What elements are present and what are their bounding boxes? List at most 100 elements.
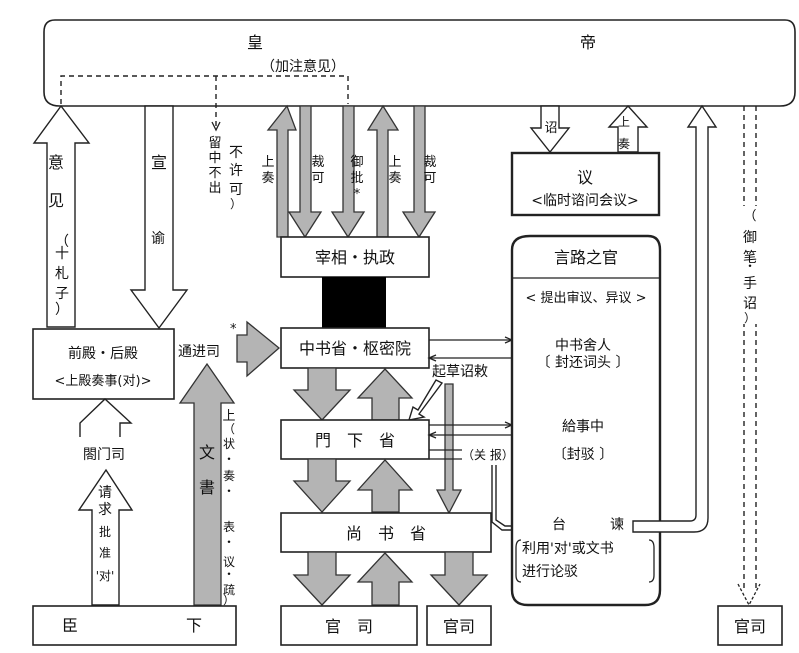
buxuke-3: 可 [229,182,243,198]
star-label: * [230,322,237,337]
zhao-label: 诏 [544,121,557,136]
taijian-to-emperor-arrow [632,104,718,533]
zhazi-5: ） [55,302,69,318]
guansi-small-box [426,605,492,646]
gemensi-up-arrow [79,398,133,437]
menxia-title: 門 下 省 [315,431,395,450]
shangzou-label-2a: 上 [388,155,401,170]
qiandian-title: 前殿・后殿 [68,345,138,362]
shangzhuang-label: 上 （ 状 ・ 奏 ・ 表 ・ 议 ・ 疏 ） [222,409,235,607]
shangzou-label-1a: 上 [261,155,274,170]
yijian-label-1: 意 [48,153,64,172]
yanlu-title: 言路之官 [554,248,618,267]
shangshu-title: 尚 书 省 [346,524,426,543]
tongjinsi-right-arrow [236,320,281,378]
zhongshu-to-shangshu-arrow [435,383,463,515]
svg-text:・: ・ [223,567,235,581]
qiandian-box [32,328,175,400]
xuanyu-label-2: 谕 [151,231,165,247]
qiandian-subtitle: <上殿奏事(对)> [55,374,152,389]
svg-text:表: 表 [223,520,235,534]
yanlu-subtitle: < 提出审议、异议 > [525,290,646,306]
qingqiu-label-4: 准 [99,546,111,560]
qingqiu-label-5: '对' [96,569,115,583]
yupi-label-c: * [354,187,361,202]
yi-title: 议 [577,168,593,187]
caike-label-2a: 裁 [423,154,436,170]
qingqiu-label-2: 求 [98,502,112,518]
wenshu-label-1: 文 [199,443,215,462]
shangzou-yi-2: 奏 [618,137,630,151]
svg-text:议: 议 [223,555,235,569]
menxia-to-zhongshu-arrow [356,368,414,421]
guansi-main-box [280,605,418,646]
emperor-char-2: 帝 [580,33,596,52]
qicao-arrow [407,379,444,421]
svg-text:上: 上 [222,409,235,424]
caike-down-arrow-2 [401,105,437,239]
yubi-3: 笔 [743,250,757,266]
zhongshu-to-menxia-arrow [292,367,352,421]
liuzhong-3: 不 [208,166,221,181]
buxuke-2: 许 [229,163,243,179]
menxia-to-shangshu-arrow [292,458,352,513]
jishizhong-note: 〔封驳 〕 [553,447,613,463]
shangzou-label-1b: 奏 [261,171,274,186]
guanbao-line [429,449,462,460]
yubi-2: 御 [743,230,757,246]
zhongshu-box [280,327,430,369]
xuanyu-down-arrow [129,105,189,330]
svg-text:）: ） [223,593,235,607]
qingqiu-up-arrow [77,468,134,606]
zaixiang-title: 宰相・执政 [315,248,395,267]
shangshu-to-guansi-arrow [292,551,352,606]
taijian-note-1: 利用'对'或文书 [522,541,614,557]
taijian-left: 台 [552,517,566,533]
zaixiang-connector [322,277,386,328]
yi-box[interactable] [510,151,661,217]
taijian-note-2: 进行论驳 [522,564,578,580]
yijian-up-arrow [32,104,91,328]
emperor-note: （加注意见） [261,58,345,75]
xuanyu-label-1: 宣 [151,153,167,172]
gemensi-label: 閤门司 [83,447,125,463]
zhao-down-arrow [529,105,571,154]
svg-text:（: （ [223,422,235,436]
svg-text:・: ・ [223,452,235,466]
yi-subtitle: <临时谘问会议> [531,193,638,209]
svg-text:奏: 奏 [223,469,235,483]
zhongshu-sheren-label: 中书舍人 [555,338,611,354]
shangzou-yi-up-arrow [607,104,649,153]
emperor-char-1: 皇 [247,33,263,52]
taijian-right: 谏 [610,517,624,533]
liuzhong-2: 中 [208,151,221,166]
zhazi-1: （ [55,234,69,250]
qingqiu-label-1: 请 [98,485,112,501]
guansi-right-title: 官司 [734,617,766,636]
dashed-arrowhead [211,121,221,132]
caike-label-2b: 可 [423,171,436,186]
arrowhead [427,354,437,362]
emperor-box [43,19,796,107]
caike-down-arrow-1 [287,105,323,239]
zhazi-2: 十 [55,246,69,262]
taijian-bracket-left [515,539,522,583]
guansi-to-shangshu-arrow [356,552,414,606]
chenxia-left: 臣 [62,616,78,635]
caike-label-1a: 裁 [311,154,324,170]
taijian-bracket-right [648,539,655,583]
yupi-down-arrow [330,105,366,239]
shangzou-up-arrow-2 [366,104,400,238]
yubi-arrowhead [737,583,761,607]
qingqiu-label-3: 批 [99,524,111,539]
shangzou-label-2b: 奏 [388,171,401,186]
zhazi-3: 札 [55,266,69,282]
arrowhead [427,431,437,439]
yupi-label-b: 批 [350,171,363,186]
yubi-5: 手 [743,276,757,292]
shangshu-box [280,512,492,553]
guansi-small-title: 官司 [443,617,475,636]
chenxia-box [32,605,237,646]
yupi-label-a: 御 [350,155,363,170]
